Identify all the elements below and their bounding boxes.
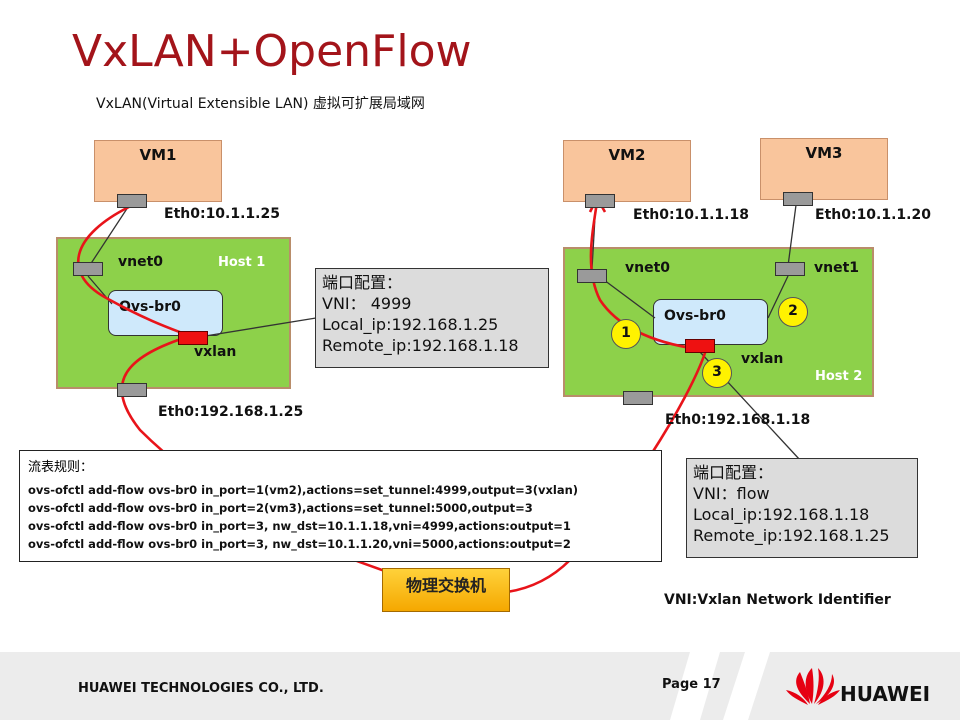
link-vm1-vnet0 bbox=[87, 200, 133, 269]
vm3-eth-port bbox=[783, 192, 813, 206]
vm2-box: VM2 bbox=[563, 140, 691, 202]
physical-switch: 物理交换机 bbox=[382, 568, 510, 612]
host2-vnet0-port bbox=[577, 269, 607, 283]
flow-rule: ovs-ofctl add-flow ovs-br0 in_port=1(vm2… bbox=[28, 483, 579, 497]
host1-label: Host 1 bbox=[218, 255, 266, 270]
vm1-eth-label: Eth0:10.1.1.25 bbox=[164, 206, 280, 222]
slide-subtitle: VxLAN(Virtual Extensible LAN) 虚拟可扩展局域网 bbox=[96, 96, 425, 112]
host1-vxlan-port bbox=[178, 331, 208, 345]
company-name: HUAWEI TECHNOLOGIES CO., LTD. bbox=[78, 681, 324, 696]
config1-remote: Remote_ip:192.168.1.18 bbox=[322, 336, 519, 355]
link-vnet1-ovs2 bbox=[767, 275, 789, 319]
flow-rule: ovs-ofctl add-flow ovs-br0 in_port=3, nw… bbox=[28, 537, 571, 551]
link-vnet0-ovs2 bbox=[599, 276, 656, 319]
host2-vnet1-label: vnet1 bbox=[814, 260, 860, 276]
host2-eth-label: Eth0:192.168.1.18 bbox=[665, 412, 811, 428]
flow-rule: ovs-ofctl add-flow ovs-br0 in_port=2(vm3… bbox=[28, 501, 533, 515]
config1-local: Local_ip:192.168.1.25 bbox=[322, 315, 499, 334]
step-1-marker: 1 bbox=[611, 319, 641, 349]
host2-label: Host 2 bbox=[815, 369, 863, 384]
brand-name: HUAWEI bbox=[840, 682, 931, 706]
flow-rules-title: 流表规则： bbox=[28, 460, 94, 475]
host1-vnet0-label: vnet0 bbox=[118, 254, 164, 270]
flow-rule: ovs-ofctl add-flow ovs-br0 in_port=3, nw… bbox=[28, 519, 571, 533]
config2-remote: Remote_ip:192.168.1.25 bbox=[693, 526, 890, 545]
host2-eth-port bbox=[623, 391, 653, 405]
vm2-eth-port bbox=[585, 194, 615, 208]
step-2-marker: 2 bbox=[778, 297, 808, 327]
host2-ovs-bridge: Ovs-br0 bbox=[653, 299, 768, 345]
host1-eth-label: Eth0:192.168.1.25 bbox=[158, 404, 304, 420]
host2-port-config: 端口配置： VNI：flow Local_ip:192.168.1.18 Rem… bbox=[686, 458, 918, 558]
host2-vxlan-label: vxlan bbox=[741, 351, 784, 367]
host1-port-config: 端口配置： VNI： 4999 Local_ip:192.168.1.25 Re… bbox=[315, 268, 549, 368]
host1-ovs-bridge: Ovs-br0 bbox=[108, 290, 223, 336]
host1-vnet0-port bbox=[73, 262, 103, 276]
vni-definition: VNI:Vxlan Network Identifier bbox=[664, 592, 891, 608]
config1-vni: VNI： 4999 bbox=[322, 294, 412, 313]
vm2-eth-label: Eth0:10.1.1.18 bbox=[633, 207, 749, 223]
slide-title: VxLAN+OpenFlow bbox=[72, 26, 472, 77]
config1-title: 端口配置： bbox=[322, 273, 403, 292]
vm1-box: VM1 bbox=[94, 140, 222, 202]
vm3-eth-label: Eth0:10.1.1.20 bbox=[815, 207, 931, 223]
host2-vnet0-label: vnet0 bbox=[625, 260, 671, 276]
config2-title: 端口配置： bbox=[693, 463, 774, 482]
flow-rules-box: 流表规则： ovs-ofctl add-flow ovs-br0 in_port… bbox=[19, 450, 662, 562]
vm3-box: VM3 bbox=[760, 138, 888, 200]
host1-eth-port bbox=[117, 383, 147, 397]
host2-vxlan-port bbox=[685, 339, 715, 353]
host1-vxlan-label: vxlan bbox=[194, 344, 237, 360]
host2-vnet1-port bbox=[775, 262, 805, 276]
link-vxlan1-config bbox=[192, 317, 317, 339]
step-3-marker: 3 bbox=[702, 358, 732, 388]
page-number: Page 17 bbox=[662, 677, 721, 692]
link-vm3-vnet1 bbox=[787, 204, 797, 267]
config2-vni: VNI：flow bbox=[693, 484, 770, 503]
config2-local: Local_ip:192.168.1.18 bbox=[693, 505, 870, 524]
vm1-eth-port bbox=[117, 194, 147, 208]
